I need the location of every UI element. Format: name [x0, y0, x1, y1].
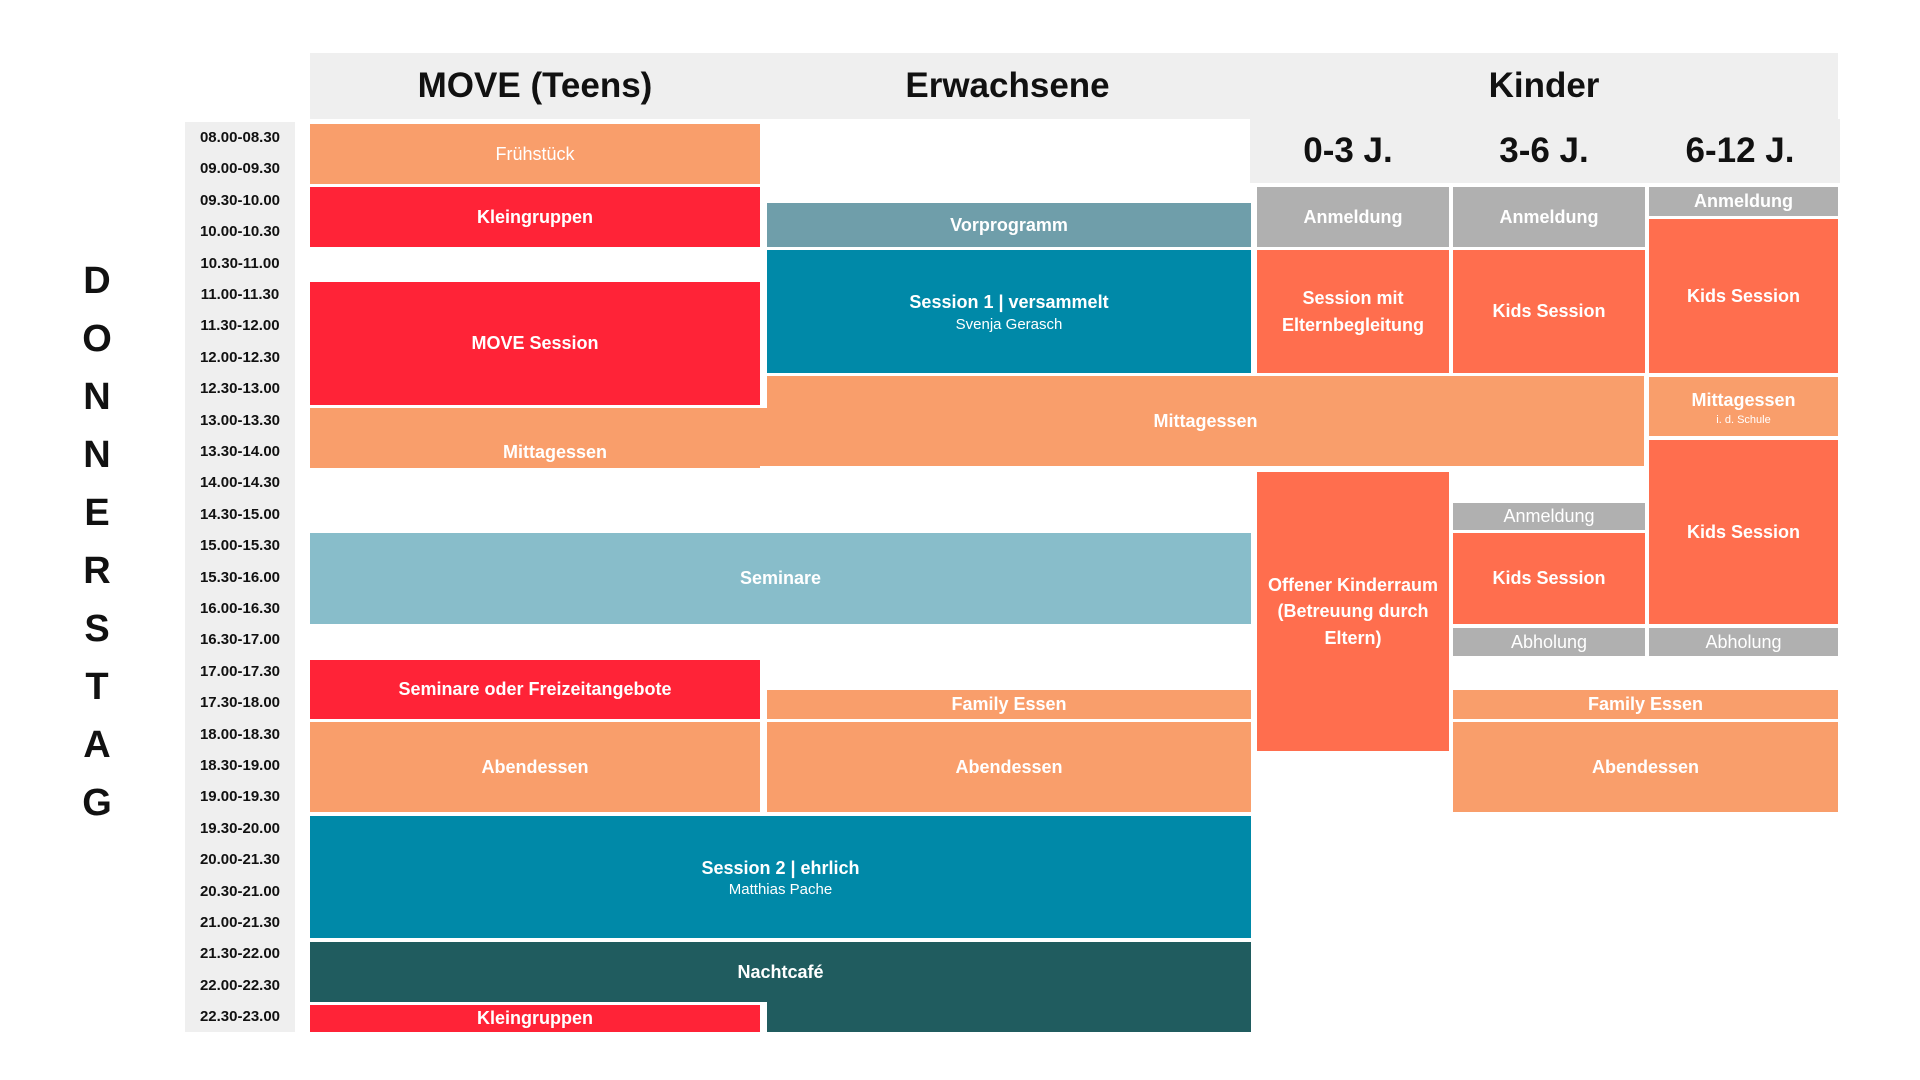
mittagessen-connector: [760, 408, 770, 466]
time-slot-label: 15.00-15.30: [199, 537, 281, 555]
block-move-kleingruppen-late: Kleingruppen: [310, 1005, 760, 1032]
block-k3-abholung: Abholung: [1453, 628, 1645, 656]
time-slot-label: 14.30-15.00: [199, 505, 281, 523]
header-age-6-12: 6-12 J.: [1685, 131, 1795, 170]
day-letter: A: [83, 724, 111, 766]
time-slot-label: 22.00-22.30: [199, 976, 281, 994]
time-slot-label: 13.30-14.00: [199, 443, 281, 460]
time-slot-label: 19.30-20.00: [199, 819, 281, 837]
time-slot-label: 11.00-11.30: [200, 286, 280, 303]
time-slot-label: 18.30-19.00: [199, 757, 281, 774]
time-slot-label: 08.00-08.30: [199, 129, 281, 146]
time-slot-label: 21.00-21.30: [199, 914, 281, 931]
header-move-teens: MOVE (Teens): [417, 66, 653, 105]
time-slot-label: 09.30-10.00: [199, 191, 281, 209]
session1-title: Session 1 | versammelt: [909, 292, 1109, 313]
day-letter: N: [83, 376, 111, 418]
block-k3-anmeldung: Anmeldung: [1453, 187, 1645, 247]
session2-title: Session 2 | ehrlich: [701, 857, 860, 878]
block-seminare: Seminare: [310, 533, 1251, 624]
session2-speaker: Matthias Pache: [728, 881, 833, 899]
block-erw-abendessen: Abendessen: [767, 722, 1251, 812]
time-slot-label: 10.00-10.30: [199, 223, 281, 241]
block-session2: Session 2 | ehrlich Matthias Pache: [310, 816, 1251, 938]
block-kinder-abendessen: Abendessen: [1453, 722, 1838, 812]
time-slot-label: 20.30-21.00: [199, 882, 281, 900]
block-move-mittagessen: Mittagessen: [310, 408, 760, 468]
time-slot-label: 20.00-21.30: [199, 851, 281, 869]
day-letter: E: [84, 492, 110, 534]
block-k0-offener-kinderraum: Offener Kinderraum (Betreuung durch Elte…: [1257, 472, 1449, 751]
time-slot-label: 12.30-13.00: [199, 380, 281, 398]
block-erw-family-essen: Family Essen: [767, 690, 1251, 719]
block-k6-abholung: Abholung: [1649, 628, 1838, 656]
block-k6-anmeldung: Anmeldung: [1649, 187, 1838, 216]
time-slot-label: 16.30-17.00: [199, 631, 281, 649]
time-slot-label: 11.30-12.00: [200, 317, 280, 335]
header-erwachsene: Erwachsene: [905, 66, 1110, 105]
block-erw-session1: Session 1 | versammelt Svenja Gerasch: [767, 250, 1251, 373]
block-kinder-family-essen: Family Essen: [1453, 690, 1838, 719]
block-k6-kids-session: Kids Session: [1649, 219, 1838, 373]
time-slot-label: 10.30-11.00: [200, 254, 280, 272]
day-letter: O: [82, 318, 112, 360]
block-move-session: MOVE Session: [310, 282, 760, 405]
session1-speaker: Svenja Gerasch: [955, 315, 1063, 333]
block-move-seminare-freizeit: Seminare oder Freizeitangebote: [310, 660, 760, 719]
time-slot-label: 09.00-09.30: [199, 160, 281, 178]
time-slot-label: 14.00-14.30: [199, 474, 281, 492]
time-slot-label: 19.00-19.30: [199, 788, 281, 806]
block-k0-anmeldung: Anmeldung: [1257, 187, 1449, 247]
block-k3-kids-session-2: Kids Session: [1453, 533, 1645, 624]
time-slot-label: 13.00-13.30: [199, 411, 281, 429]
time-column: [185, 122, 295, 1032]
day-letter: D: [83, 260, 111, 302]
header-kinder: Kinder: [1488, 66, 1600, 105]
time-slot-label: 17.30-18.00: [199, 694, 281, 712]
header-age-0-3: 0-3 J.: [1303, 131, 1393, 170]
day-letter: R: [83, 550, 111, 592]
day-letter: T: [85, 666, 109, 708]
time-slot-label: 22.30-23.00: [199, 1008, 281, 1026]
nachtcafe-extension: [767, 1000, 1251, 1032]
block-move-abendessen: Abendessen: [310, 722, 760, 812]
day-letter: G: [82, 782, 112, 824]
block-erw-vorprogramm: Vorprogramm: [767, 203, 1251, 247]
block-k3-anmeldung-2: Anmeldung: [1453, 503, 1645, 530]
block-nachtcafe: Nachtcafé: [310, 942, 1251, 1002]
day-letter: S: [84, 608, 110, 650]
time-slot-label: 17.00-17.30: [199, 662, 281, 680]
block-k6-kids-session-2: Kids Session: [1649, 440, 1838, 624]
block-k6-mittagessen: Mittagessen i. d. Schule: [1649, 377, 1838, 436]
block-k3-kids-session: Kids Session: [1453, 250, 1645, 373]
time-slot-label: 16.00-16.30: [199, 600, 281, 617]
block-k0-session: Session mit Elternbegleitung: [1257, 250, 1449, 373]
time-slot-label: 15.30-16.00: [199, 568, 281, 586]
time-slot-label: 12.00-12.30: [199, 348, 281, 366]
block-move-kleingruppen: Kleingruppen: [310, 187, 760, 247]
header-age-3-6: 3-6 J.: [1499, 131, 1589, 170]
kinder-subheader-bar: [1250, 119, 1840, 183]
header-bar: [310, 53, 1838, 119]
k6-mittagessen-title: Mittagessen: [1691, 390, 1796, 411]
time-slot-label: 21.30-22.00: [199, 945, 281, 963]
day-letter: N: [83, 434, 111, 476]
block-move-fruehstueck: Frühstück: [310, 124, 760, 184]
k6-mittagessen-note: i. d. Schule: [1716, 413, 1771, 426]
block-mittagessen-shared: Mittagessen: [767, 376, 1644, 466]
time-slot-label: 18.00-18.30: [199, 725, 281, 743]
